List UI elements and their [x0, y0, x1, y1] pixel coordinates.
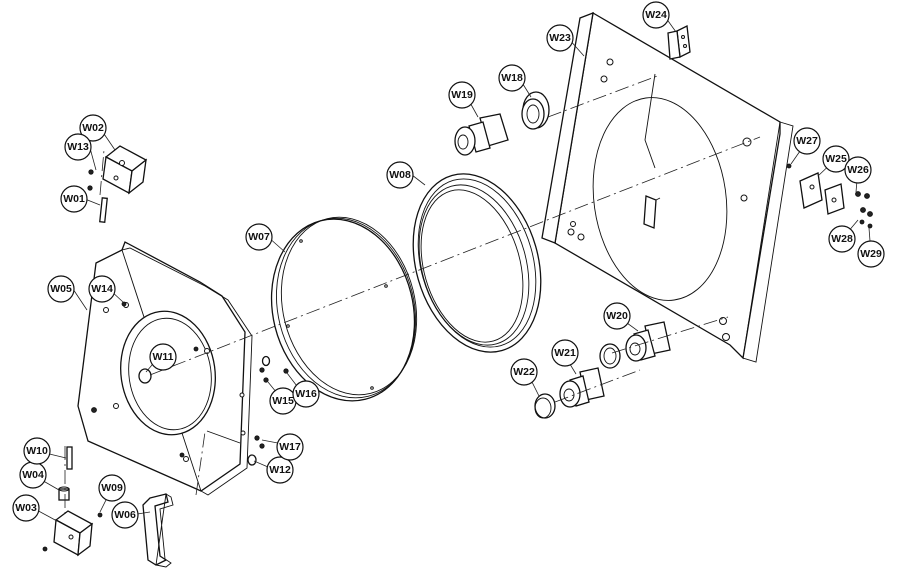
- part-w01-pin: [99, 197, 108, 223]
- callout-w13: W13: [64, 133, 92, 161]
- callout-w19: W19: [448, 81, 476, 109]
- svg-text:W24: W24: [645, 9, 667, 21]
- svg-text:W05: W05: [50, 283, 72, 295]
- assembly-axes: [64, 74, 761, 515]
- callout-w29: W29: [857, 240, 885, 268]
- part-w10-pin: [66, 446, 73, 470]
- small-fasteners: [42, 169, 289, 552]
- callout-w22: W22: [510, 358, 538, 386]
- svg-text:W29: W29: [860, 248, 882, 260]
- svg-text:W07: W07: [248, 231, 270, 243]
- svg-text:W08: W08: [389, 169, 411, 181]
- part-w20-fitting: [599, 321, 671, 369]
- callout-w14: W14: [88, 275, 116, 303]
- part-w02-block: [102, 145, 148, 195]
- callout-w04: W04: [19, 461, 47, 489]
- callout-w03: W03: [12, 494, 40, 522]
- part-w25-w29-hardware: [786, 163, 873, 229]
- callout-w27: W27: [793, 127, 821, 155]
- callout-w18: W18: [498, 64, 526, 92]
- svg-text:W21: W21: [554, 347, 576, 359]
- part-w04-bush: [58, 486, 70, 501]
- svg-text:W19: W19: [451, 89, 473, 101]
- part-w22-cap: [534, 393, 556, 419]
- part-w18-sleeve: [521, 91, 550, 130]
- callout-w12: W12: [266, 456, 294, 484]
- svg-text:W10: W10: [26, 445, 48, 457]
- svg-text:W23: W23: [549, 32, 571, 44]
- svg-text:W13: W13: [67, 141, 89, 153]
- part-w07-disc: [270, 216, 418, 402]
- svg-text:W02: W02: [82, 122, 104, 134]
- callout-w28: W28: [828, 225, 856, 253]
- callout-w05: W05: [47, 275, 75, 303]
- part-w24-top-bracket: [667, 25, 691, 60]
- part-w19-fitting: [454, 113, 509, 156]
- svg-text:W17: W17: [279, 441, 301, 453]
- callout-w20: W20: [603, 302, 631, 330]
- callout-w06: W06: [111, 501, 139, 529]
- svg-text:W06: W06: [114, 509, 136, 521]
- svg-text:W27: W27: [796, 135, 818, 147]
- callout-w17: W17: [276, 433, 304, 461]
- svg-text:W12: W12: [269, 464, 291, 476]
- svg-text:W25: W25: [825, 153, 847, 165]
- callout-w23: W23: [546, 24, 574, 52]
- svg-text:W09: W09: [101, 482, 123, 494]
- callout-w15: W15: [269, 387, 297, 415]
- callout-w02: W02: [79, 114, 107, 142]
- svg-text:W28: W28: [831, 233, 853, 245]
- part-w06-latch: [142, 493, 174, 568]
- part-w23-back-plate: [541, 11, 794, 363]
- svg-text:W04: W04: [22, 469, 44, 481]
- svg-text:W14: W14: [91, 283, 113, 295]
- callout-w26: W26: [844, 156, 872, 184]
- callout-w11: W11: [149, 343, 177, 371]
- callout-w10: W10: [23, 437, 51, 465]
- callout-w09: W09: [98, 474, 126, 502]
- callout-w07: W07: [245, 223, 273, 251]
- svg-text:W20: W20: [606, 310, 628, 322]
- callout-w21: W21: [551, 339, 579, 367]
- svg-text:W18: W18: [501, 72, 523, 84]
- svg-text:W11: W11: [152, 351, 173, 363]
- svg-text:W15: W15: [272, 395, 294, 407]
- svg-text:W16: W16: [295, 388, 317, 400]
- callout-w08: W08: [386, 161, 414, 189]
- part-w08-o-ring: [412, 173, 542, 353]
- svg-text:W01: W01: [63, 193, 85, 205]
- callout-w25: W25: [822, 145, 850, 173]
- part-w03-block: [53, 510, 94, 557]
- svg-text:W03: W03: [15, 502, 37, 514]
- svg-text:W22: W22: [513, 366, 535, 378]
- callout-w01: W01: [60, 185, 88, 213]
- svg-text:W26: W26: [847, 164, 869, 176]
- callout-w16: W16: [292, 380, 320, 408]
- part-w21-fitting: [559, 367, 605, 408]
- callout-w24: W24: [642, 1, 670, 29]
